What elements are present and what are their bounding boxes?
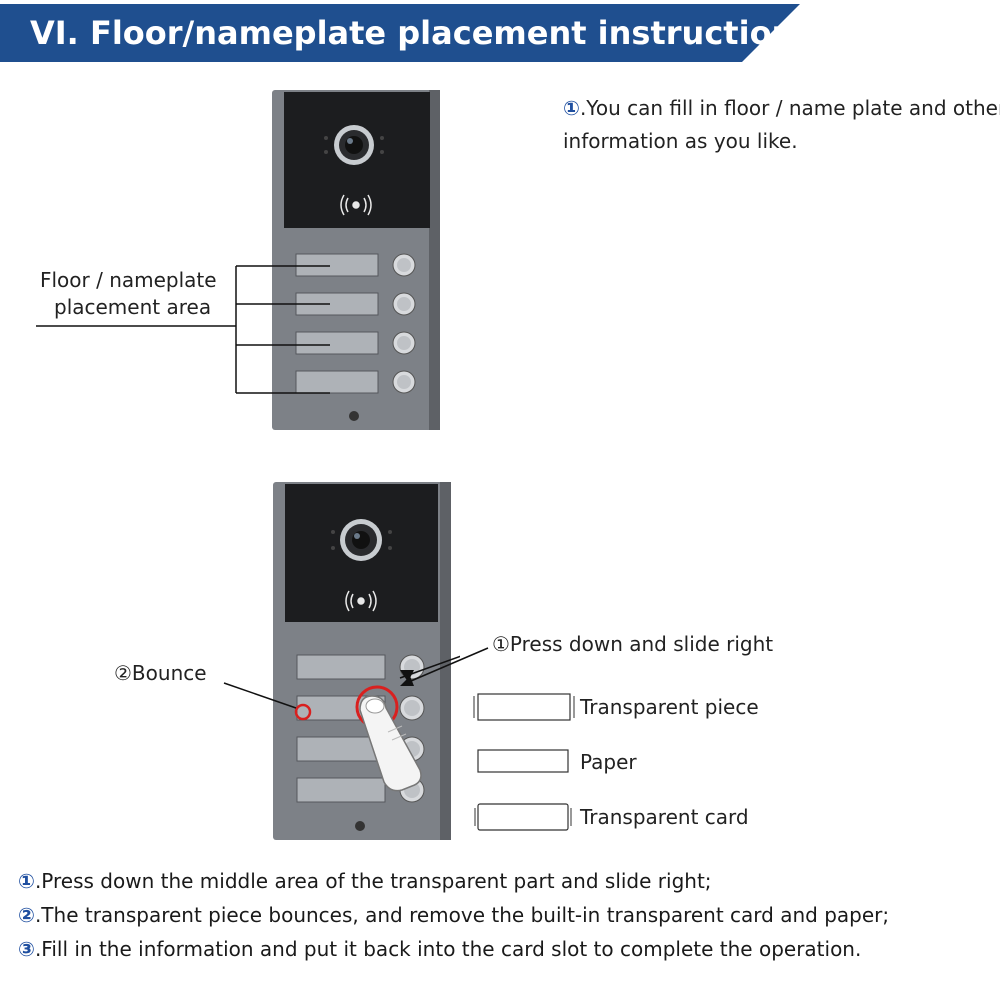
parts-illustration (473, 693, 575, 831)
transparent-piece-shape (473, 693, 575, 721)
instruction-marker: ② (18, 903, 35, 927)
instruction-2: ②.The transparent piece bounces, and rem… (18, 903, 889, 927)
camera-lens-icon (331, 519, 392, 561)
press-slide-label: ①Press down and slide right (492, 632, 774, 656)
instruction-1: ①.Press down the middle area of the tran… (18, 869, 712, 893)
transparent-card-shape (474, 803, 572, 831)
bounce-point-marker (294, 703, 312, 721)
paper-shape (477, 749, 569, 773)
instruction-text: .Fill in the information and put it back… (34, 937, 862, 961)
screw-icon (355, 821, 365, 831)
finger-icon (359, 695, 422, 792)
panel-edge (429, 90, 440, 430)
callout-lines (223, 655, 460, 709)
nfc-icon (345, 590, 377, 612)
bounce-label: ②Bounce (114, 661, 207, 685)
call-button-icon (392, 253, 416, 394)
instruction-text: .Press down the middle area of the trans… (34, 869, 712, 893)
door-station-diagram-2 (223, 482, 460, 840)
nfc-icon (340, 194, 372, 216)
leader-lines (36, 265, 330, 394)
press-callout-line (400, 647, 489, 686)
nameplate-slots (295, 253, 379, 394)
intro-marker: ① (563, 96, 580, 120)
instruction-3: ③.Fill in the information and put it bac… (18, 937, 861, 961)
instruction-text: .The transparent piece bounces, and remo… (34, 903, 890, 927)
camera-lens-icon (324, 125, 384, 165)
transparent-piece-label: Transparent piece (580, 695, 759, 719)
intro-line-2: information as you like. (563, 129, 798, 153)
screw-icon (349, 411, 359, 421)
instruction-marker: ③ (18, 937, 35, 961)
transparent-card-label: Transparent card (580, 805, 749, 829)
intro-line-1: ①.You can fill in floor / name plate and… (563, 92, 1000, 125)
paper-label: Paper (580, 750, 637, 774)
placement-area-label-1: Floor / nameplate (40, 268, 217, 292)
door-station-diagram-1 (36, 90, 440, 430)
header-banner (0, 4, 800, 62)
instruction-marker: ① (18, 869, 35, 893)
page-title: VI. Floor/nameplate placement instructio… (30, 14, 814, 52)
placement-area-label-2: placement area (54, 295, 212, 319)
intro-text-1: .You can fill in floor / name plate and … (579, 96, 1000, 120)
